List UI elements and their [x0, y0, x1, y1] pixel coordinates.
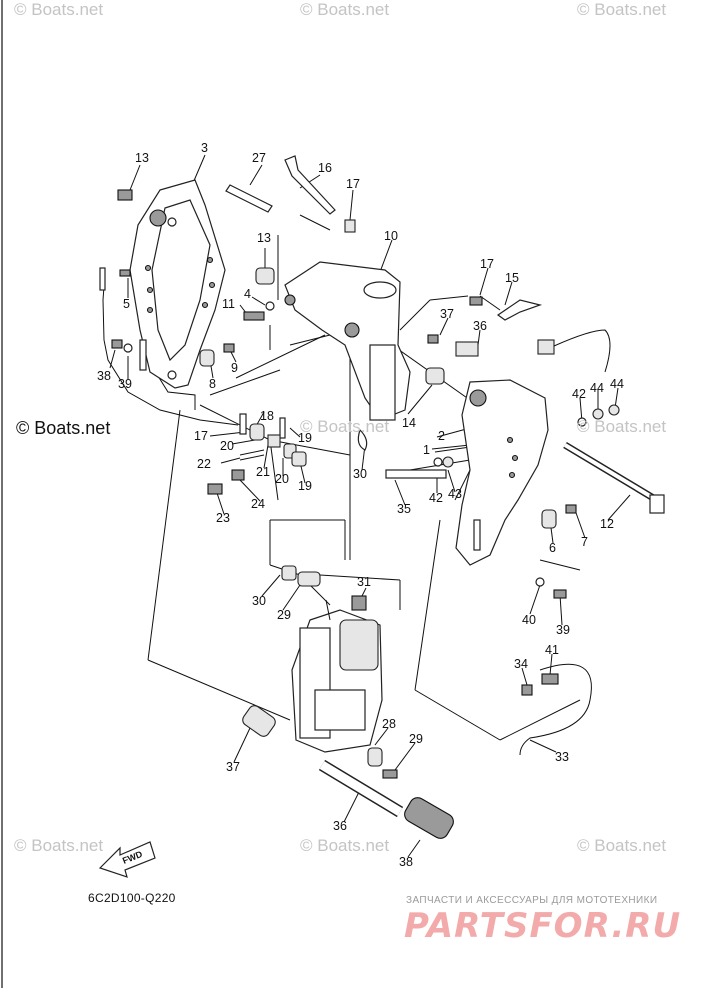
- callout-labels: 13 3 27 16 17 13 10 17 15 4 11 5 38 39 8…: [97, 141, 624, 869]
- callout: 20: [220, 439, 234, 453]
- watermark: © Boats.net: [577, 0, 667, 19]
- callout: 14: [402, 416, 416, 430]
- callout: 38: [97, 369, 111, 383]
- clamp-bracket-right: [455, 379, 549, 566]
- group-lines: [102, 214, 581, 741]
- callout: 2: [438, 429, 445, 443]
- callout: 39: [118, 377, 132, 391]
- callout: 3: [201, 141, 208, 155]
- swivel-bracket: [284, 261, 411, 421]
- watermark: © Boats.net: [300, 417, 390, 436]
- callout: 19: [298, 431, 312, 445]
- callout: 23: [216, 511, 230, 525]
- callout: 28: [382, 717, 396, 731]
- callout: 13: [135, 151, 149, 165]
- callout: 30: [353, 467, 367, 481]
- watermark: © Boats.net: [577, 417, 667, 436]
- callout: 15: [505, 271, 519, 285]
- callout: 44: [590, 381, 604, 395]
- callout: 20: [275, 472, 289, 486]
- callout: 43: [448, 487, 462, 501]
- fwd-arrow: FWD: [98, 841, 156, 878]
- callout: 33: [555, 750, 569, 764]
- callout: 1: [423, 443, 430, 457]
- callout: 16: [318, 161, 332, 175]
- middle-small-parts: [207, 413, 368, 611]
- callout: 7: [581, 535, 588, 549]
- callout: 29: [409, 732, 423, 746]
- watermark: © Boats.net: [14, 0, 104, 19]
- callout: 37: [440, 307, 454, 321]
- callout: 30: [252, 594, 266, 608]
- callout: 41: [545, 643, 559, 657]
- watermark: © Boats.net: [300, 836, 390, 855]
- callout: 24: [251, 497, 265, 511]
- callout: 19: [298, 479, 312, 493]
- callout-leaders: [109, 154, 631, 858]
- callout: 29: [277, 608, 291, 622]
- callout: 11: [222, 297, 235, 311]
- callout: 17: [346, 177, 360, 191]
- callout: 17: [194, 429, 208, 443]
- bolts-left: [99, 189, 235, 367]
- callout: 17: [480, 257, 494, 271]
- callout: 42: [429, 491, 443, 505]
- tilt-trim-unit: [291, 599, 383, 753]
- clamp-bracket-left: [129, 179, 226, 389]
- diagram-code: 6C2D100-Q220: [88, 891, 176, 905]
- callout: 42: [572, 387, 586, 401]
- right-small-parts: [385, 296, 611, 756]
- callout: 4: [244, 287, 251, 301]
- callout: 5: [123, 297, 130, 311]
- callout: 39: [556, 623, 570, 637]
- promo-logo: PARTSFOR.RU: [404, 906, 682, 946]
- swivel-parts: [243, 267, 445, 385]
- bottom-parts: [242, 705, 454, 839]
- watermark: © Boats.net: [14, 836, 104, 855]
- callout: 40: [522, 613, 536, 627]
- tilt-shaft: [563, 404, 665, 514]
- watermark: © Boats.net: [577, 836, 667, 855]
- callout: 34: [514, 657, 528, 671]
- callout: 13: [257, 231, 271, 245]
- callout: 31: [357, 575, 371, 589]
- pins-top: [225, 155, 356, 233]
- callout: 12: [600, 517, 614, 531]
- callout: 35: [397, 502, 411, 516]
- watermark: © Boats.net: [300, 0, 390, 19]
- callout: 38: [399, 855, 413, 869]
- callout: 36: [333, 819, 347, 833]
- callout: 44: [610, 377, 624, 391]
- callout: 10: [384, 229, 398, 243]
- callout: 37: [226, 760, 240, 774]
- watermark-left: © Boats.net: [16, 418, 111, 438]
- callout: 36: [473, 319, 487, 333]
- callout: 18: [260, 409, 274, 423]
- callout: 9: [231, 361, 238, 375]
- callout: 27: [252, 151, 266, 165]
- promo-subtitle: ЗАПЧАСТИ И АКСЕССУАРЫ ДЛЯ МОТОТЕХНИКИ: [406, 895, 658, 906]
- callout: 22: [197, 457, 211, 471]
- callout: 21: [256, 465, 270, 479]
- callout: 8: [209, 377, 216, 391]
- callout: 6: [549, 541, 556, 555]
